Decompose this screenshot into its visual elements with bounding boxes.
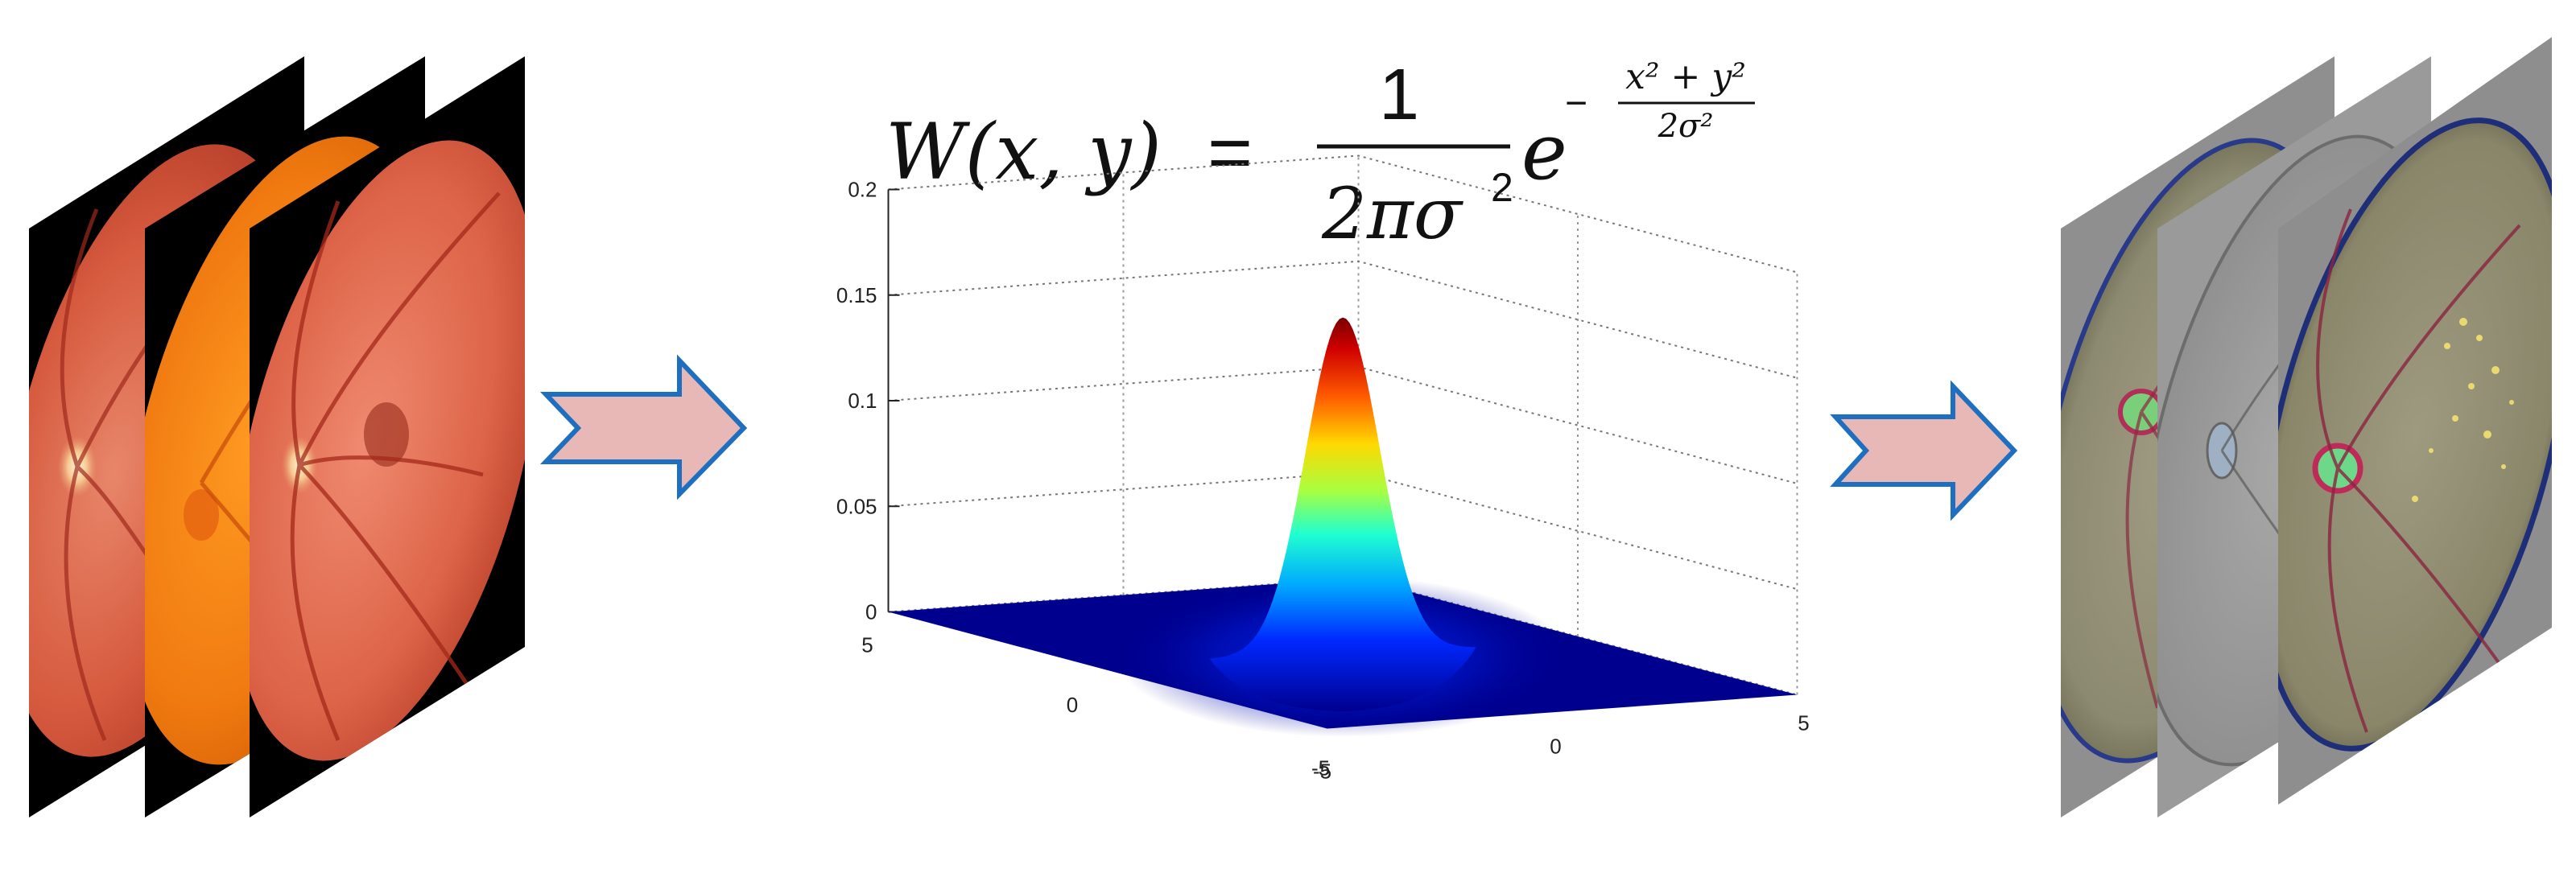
y-tick-label: 5 [861,633,873,657]
filtered-image-3 [2278,37,2552,805]
grid-horizontal-line [888,154,1798,274]
formula-exp-base: e [1521,107,1567,197]
z-tick-label: 0 [865,600,877,624]
input-retina-stack [29,56,525,817]
z-tick-label: 0.2 [848,178,877,202]
formula-exp-sign: − [1565,82,1587,125]
gaussian-surface-plot: 0 0.05 0.1 0.15 0.2 -5 0 5 5 0 -5 [836,154,1810,784]
retina-image-3 [250,56,525,817]
y-tick-label: 0 [1067,693,1078,717]
x-tick-label: -5 [1313,760,1331,784]
formula-equals: = [1208,109,1253,196]
z-tick-label: 0.15 [836,283,877,307]
output-filtered-stack [2061,37,2552,817]
x-tick-label: 5 [1798,711,1809,735]
formula-denominator-exponent: 2 [1491,165,1513,210]
z-tick-label: 0.05 [836,494,877,518]
formula-lhs: W(x, y) [886,107,1162,197]
right-block-arrow-1 [540,354,748,500]
gaussian-bump [1209,317,1476,711]
grid-horizontal-line [888,260,1798,379]
formula-exp-numerator: x² + y² [1625,56,1746,97]
gaussian-formula: W(x, y) = 1 2πσ 2 e − x² + y² 2σ² [886,55,1755,255]
y-tick-label: -5 [1311,756,1330,780]
x-tick-label: 0 [1550,735,1561,759]
formula-numerator: 1 [1379,55,1419,135]
z-tick-label: 0.1 [848,389,877,413]
formula-denominator: 2πσ [1321,172,1464,255]
formula-exp-denominator: 2σ² [1657,108,1714,145]
right-block-arrow-2 [1830,380,2018,521]
